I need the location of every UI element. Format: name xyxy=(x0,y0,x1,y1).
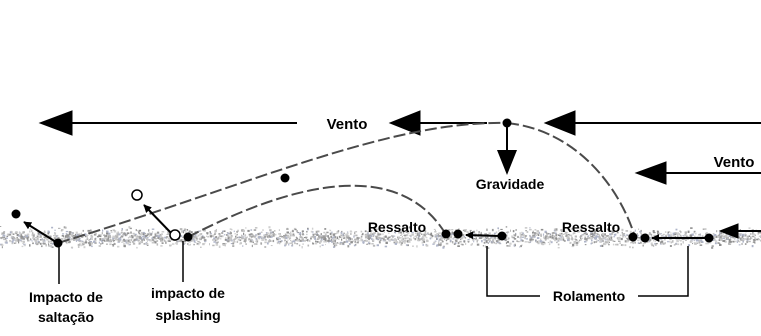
wind-arrow-middle-head xyxy=(388,110,421,136)
label-wind-right: Vento xyxy=(714,154,755,171)
label-rebound-right: Ressalto xyxy=(562,219,620,235)
particle-rolling-left xyxy=(497,231,507,241)
particle-rebound-left-b xyxy=(453,229,463,239)
label-splash-impact-1: impacto de xyxy=(151,285,225,301)
rolling-arrow-left xyxy=(465,231,501,240)
splash-arrows xyxy=(23,204,173,243)
rolling-bracket-right xyxy=(638,246,689,297)
rolling-arrows xyxy=(465,231,708,242)
label-gravity: Gravidade xyxy=(476,176,545,192)
particle-in-flight xyxy=(280,173,290,183)
saltation-path-descent-right xyxy=(506,122,635,235)
ejection-arrow-splash xyxy=(143,204,173,235)
label-saltation-impact-2: saltação xyxy=(38,309,94,325)
wind-arrow-lower-head xyxy=(634,161,667,185)
label-splash-impact-2: splashing xyxy=(155,307,220,323)
sand-surface xyxy=(0,226,761,249)
particle-apex xyxy=(502,118,512,128)
rolling-bracket-left xyxy=(486,246,540,297)
particle-ejected-left xyxy=(11,209,21,219)
particle-rebound-right-b xyxy=(640,233,650,243)
leader-lines xyxy=(58,241,689,297)
particle-rolling-right xyxy=(704,233,714,243)
label-saltation-impact-1: Impacto de xyxy=(29,289,103,305)
particles xyxy=(11,118,714,248)
particle-splash-impact xyxy=(183,232,193,242)
particle-splash-origin xyxy=(169,229,181,241)
saltation-path-main xyxy=(57,121,508,244)
gravity-arrow xyxy=(497,125,517,175)
label-wind-top: Vento xyxy=(327,116,368,133)
wind-arrow-right-head xyxy=(543,110,576,136)
label-rolling: Rolamento xyxy=(553,288,625,304)
ejection-arrow-saltation xyxy=(23,221,57,243)
label-rebound-left: Ressalto xyxy=(368,219,426,235)
wind-arrow-ground-head xyxy=(718,223,739,239)
wind-arrow-left-head xyxy=(38,110,73,136)
particle-splash-ejected xyxy=(131,189,143,201)
trajectories xyxy=(57,121,635,244)
particle-saltation-impact xyxy=(53,238,63,248)
particle-rebound-left-a xyxy=(441,229,451,239)
wind-arrows xyxy=(38,110,761,239)
particle-rebound-right-a xyxy=(628,232,638,242)
saltation-path-short xyxy=(187,184,446,238)
